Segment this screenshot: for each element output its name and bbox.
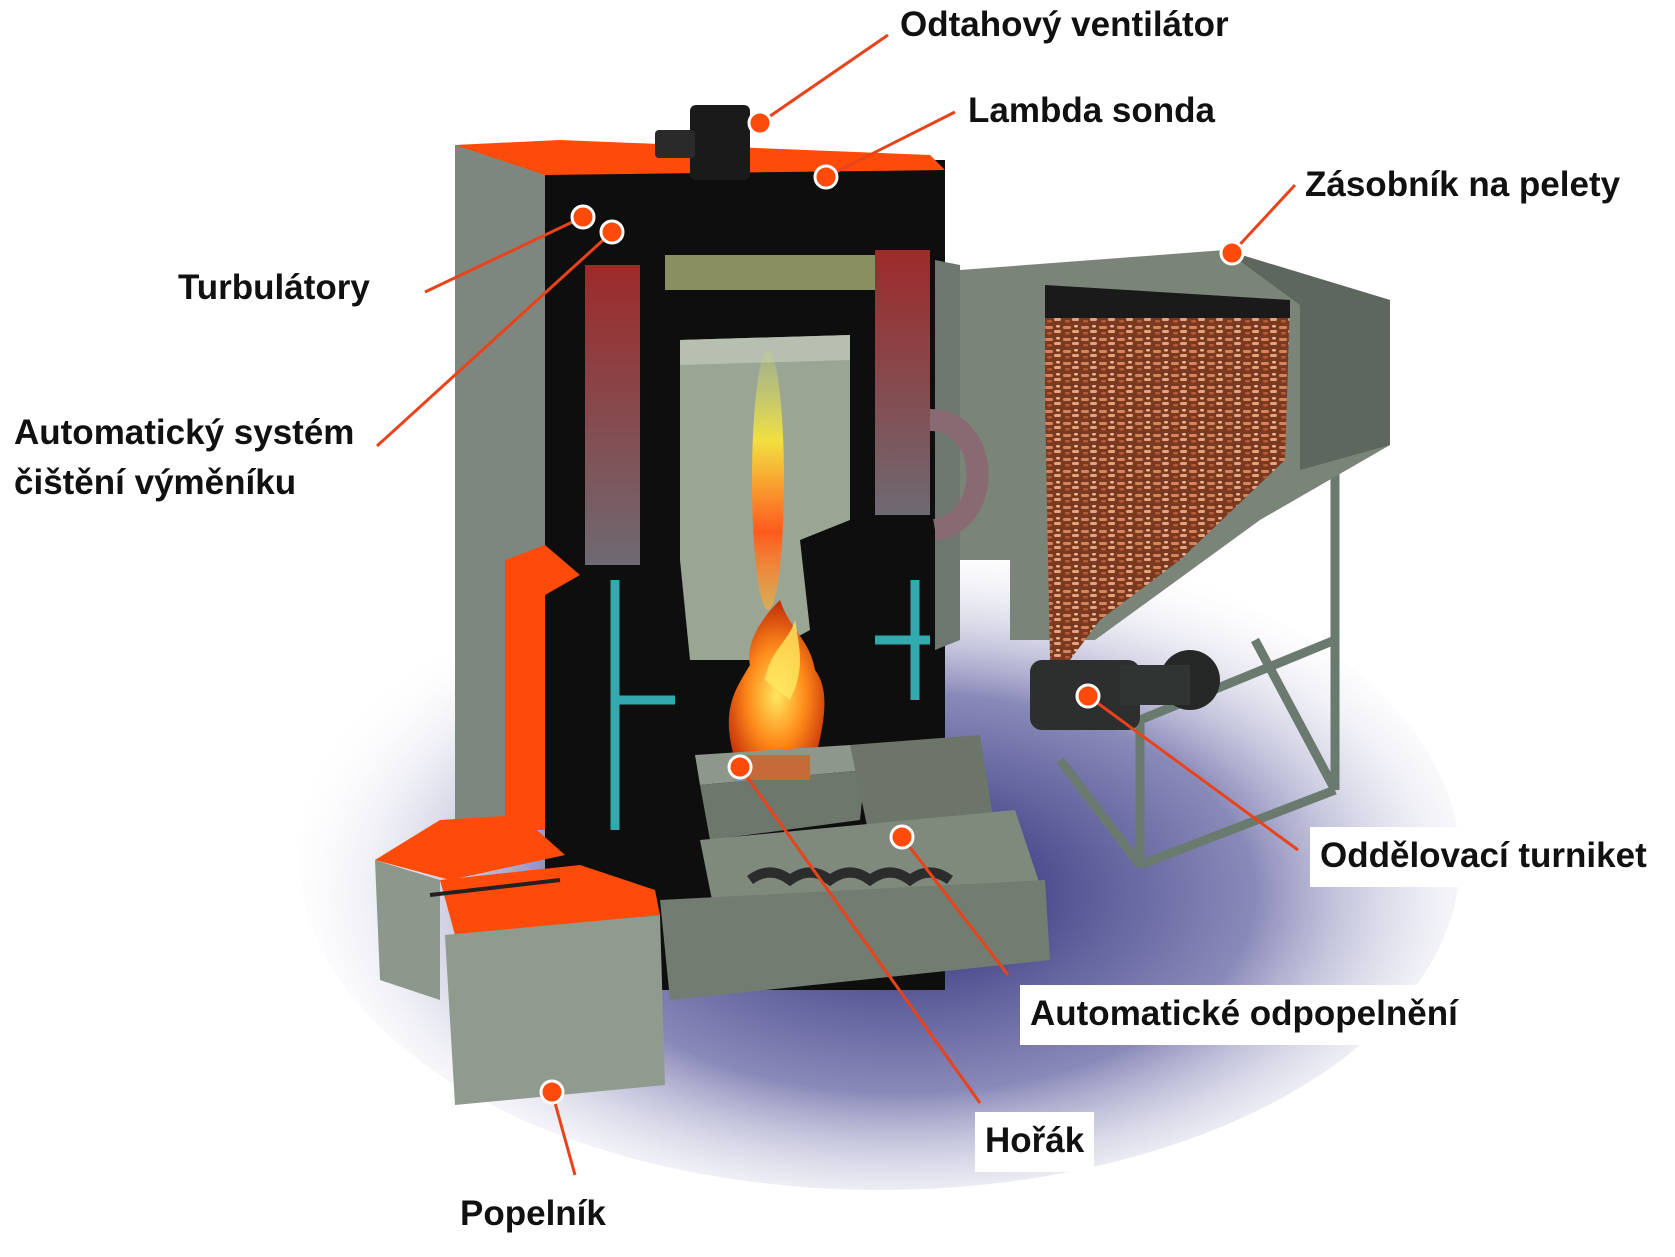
label-lambda-sensor: Lambda sonda bbox=[968, 91, 1215, 130]
callout-dot-fan bbox=[747, 110, 773, 136]
callout-dot-turnstile bbox=[1075, 683, 1101, 709]
label-ash-pan: Popelník bbox=[450, 1185, 616, 1245]
label-burner: Hořák bbox=[975, 1112, 1095, 1172]
callout-dot-turbulators bbox=[570, 204, 596, 230]
label-turbulators: Turbulátory bbox=[178, 268, 370, 307]
callout-dot-ash-pan bbox=[539, 1079, 565, 1105]
heat-exchanger-left bbox=[585, 265, 640, 565]
label-turnstile: Oddělovací turniket bbox=[1310, 827, 1657, 887]
flue-fan bbox=[690, 105, 750, 180]
pellet-hopper bbox=[960, 250, 1390, 870]
heat-exchanger-right bbox=[875, 250, 930, 515]
callout-dot-hopper bbox=[1219, 240, 1245, 266]
label-cleaning-system-line2: čištění výměníku bbox=[14, 463, 297, 502]
callout-dot-cleaning bbox=[599, 219, 625, 245]
label-flue-fan: Odtahový ventilátor bbox=[900, 5, 1229, 44]
label-cleaning-system-line1: Automatický systém bbox=[14, 413, 355, 452]
ash-pan bbox=[375, 815, 665, 1105]
boiler-body bbox=[375, 105, 1050, 1105]
flame-column bbox=[752, 350, 784, 610]
callout-dot-lambda bbox=[813, 164, 839, 190]
callout-dot-burner bbox=[727, 754, 753, 780]
label-ash-removal: Automatické odpopelnění bbox=[1020, 985, 1468, 1045]
callout-lines bbox=[375, 33, 1299, 1176]
label-pellet-hopper: Zásobník na pelety bbox=[1305, 165, 1621, 204]
callout-dot-ash-removal bbox=[889, 824, 915, 850]
callout-dots bbox=[539, 110, 1245, 1105]
